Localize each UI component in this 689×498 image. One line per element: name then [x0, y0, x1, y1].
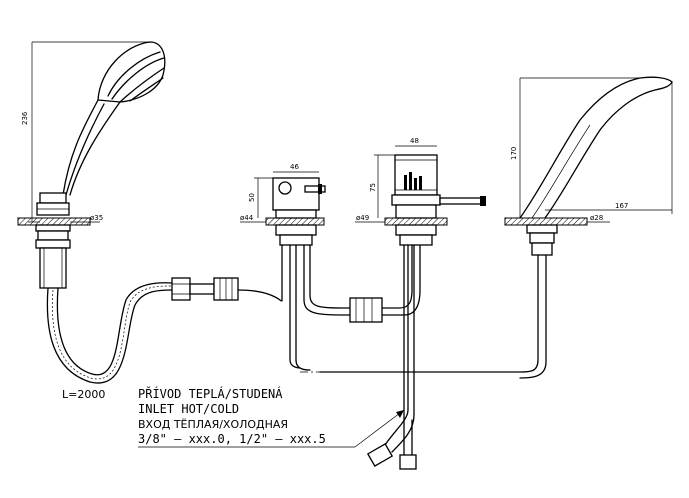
shower-hose [46, 282, 173, 384]
dimension-right-valve: 48 75 ø49 [355, 137, 437, 223]
spout-reach-label: 167 [615, 202, 628, 210]
valve-right-width-label: 48 [410, 137, 419, 145]
inlet-note-line4: 3/8" – xxx.0, 1/2" – xxx.5 [138, 432, 326, 446]
hose-length-label: L=2000 [62, 388, 105, 401]
hand-shower [17, 41, 166, 289]
valve-left-width-label: 46 [290, 163, 299, 171]
inlet-note-line1: PŘÍVOD TEPLÁ/STUDENÁ [138, 386, 283, 401]
valve-left [237, 177, 351, 371]
inlet-note-line3: ВХОД ТЁПЛАЯ/ХОЛОДНАЯ [138, 418, 288, 431]
hand-shower-dia-label: ø35 [90, 214, 103, 222]
valve-right [366, 154, 486, 470]
dimension-left-valve: 46 50 ø44 [240, 163, 319, 223]
valve-right-dia-label: ø49 [356, 214, 369, 222]
spout-dia-label: ø28 [590, 214, 603, 222]
spout-height-label: 170 [510, 147, 518, 160]
dimension-spout: 170 167 ø28 [510, 77, 673, 223]
valve-left-height-label: 50 [248, 193, 256, 202]
dimension-236: 236 [21, 41, 150, 223]
inlet-note: PŘÍVOD TEPLÁ/STUDENÁ INLET HOT/COLD ВХОД… [138, 386, 405, 448]
dimension-hand-dia: ø35 [70, 214, 103, 223]
valve-right-height-label: 75 [369, 183, 377, 192]
valve-left-dia-label: ø44 [240, 214, 254, 222]
hose-connector-left [171, 277, 239, 301]
hand-shower-height-label: 236 [21, 111, 29, 125]
spout [319, 76, 673, 379]
inlet-note-line2: INLET HOT/COLD [138, 402, 239, 416]
cross-connector [349, 244, 421, 323]
